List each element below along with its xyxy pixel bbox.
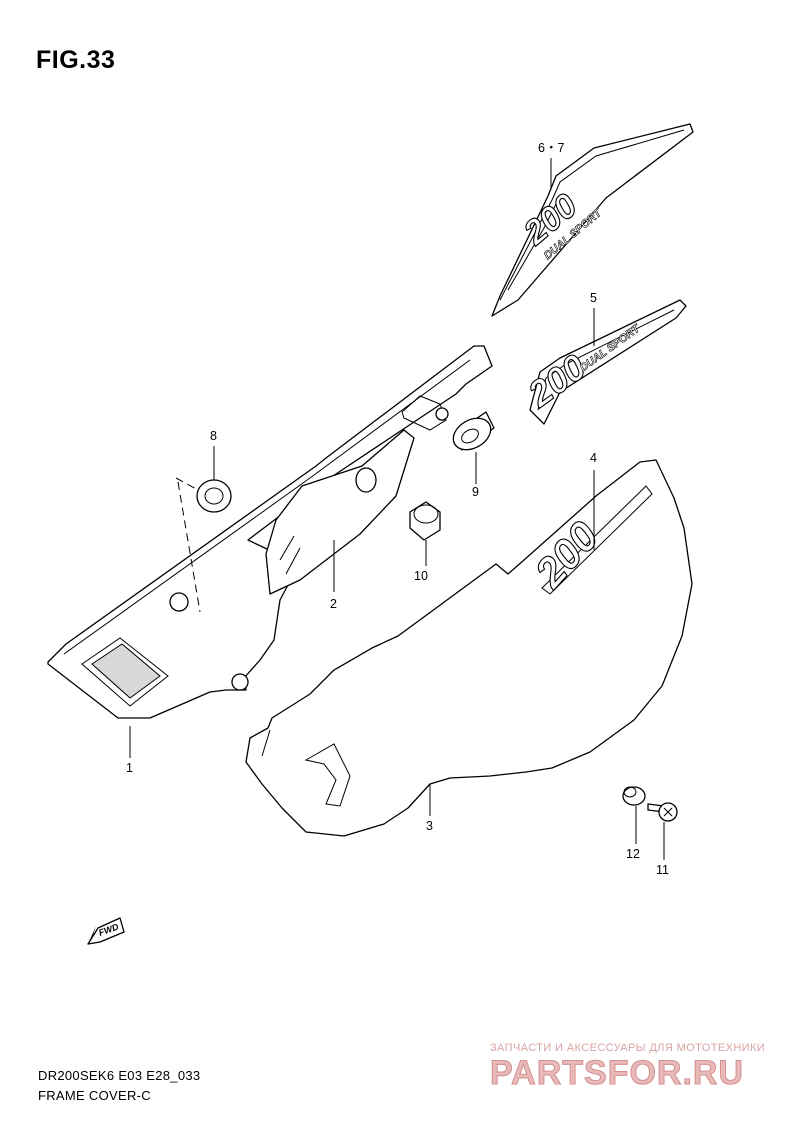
callout-9: 9 [472,485,479,499]
forward-arrow-icon: FWD [87,917,125,945]
callout-1: 1 [126,761,133,775]
figure-title: FIG.33 [36,46,116,74]
screw-part-11 [647,802,678,822]
watermark-logo: PARTSFOR.RU [490,1054,744,1090]
section-name: FRAME COVER-C [38,1088,151,1103]
grommet-part-8 [175,477,232,613]
leader-lines [129,158,665,860]
callout-12: 12 [626,847,640,861]
callout-5: 5 [590,291,597,305]
callout-4: 4 [590,451,597,465]
callout-3: 3 [426,819,433,833]
watermark-logo-text: PARTSFOR.RU [490,1054,744,1090]
damper-part-12 [622,786,646,806]
frame-cover-part-1 [47,345,493,719]
callout-8: 8 [210,429,217,443]
emblem-5: 200 DUAL SPORT [519,299,687,425]
collar-part-10 [409,501,441,541]
grommet-part-9 [452,411,495,451]
callout-2: 2 [330,597,337,611]
callout-6-7: 6・7 [538,141,564,155]
callout-10: 10 [414,569,428,583]
emblem-6-7: 200 DUAL SPORT [491,123,694,317]
callout-11: 11 [656,863,669,877]
model-code: DR200SEK6 E03 E28_033 [38,1068,201,1083]
watermark-tagline: ЗАПЧАСТИ И АКСЕССУАРЫ ДЛЯ МОТОТЕХНИКИ [490,1042,766,1054]
